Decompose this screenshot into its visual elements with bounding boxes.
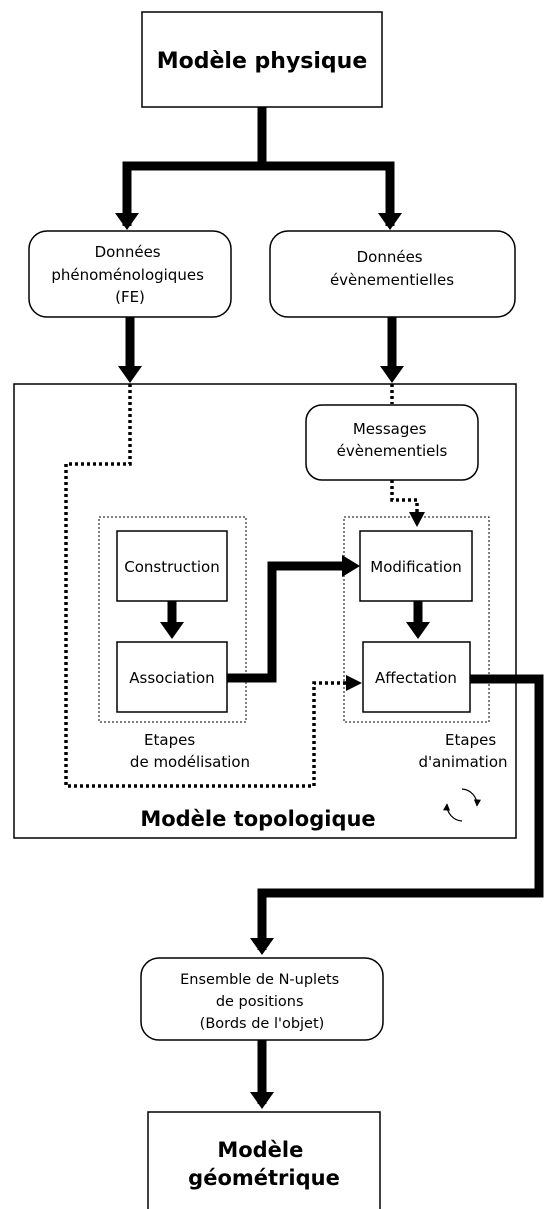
node-donnees-evene-label: Données évènementielles bbox=[330, 248, 454, 289]
edge-messages-dotted bbox=[390, 480, 419, 514]
node-affectation-label: Affectation bbox=[375, 669, 457, 687]
node-messages-evene-label: Messages évènementiels bbox=[337, 420, 448, 460]
node-modification bbox=[359, 530, 473, 602]
node-modification-label: Modification bbox=[370, 558, 461, 576]
node-donnees-pheno-label: Données phénoménologiques (FE) bbox=[51, 243, 208, 306]
node-messages-evene bbox=[305, 404, 479, 481]
arrowhead-modification bbox=[342, 555, 360, 577]
label-etapes-animation: Etapes d'animation bbox=[418, 731, 507, 771]
node-affectation bbox=[362, 641, 471, 713]
node-association bbox=[116, 641, 228, 713]
edge-association-modification bbox=[226, 561, 348, 683]
arrowhead-association bbox=[160, 622, 184, 639]
arrowhead-evene bbox=[378, 213, 402, 230]
edge-affectation-out bbox=[257, 674, 544, 950]
arrowhead-dotted-affectation bbox=[346, 675, 362, 691]
modeling-steps-frame bbox=[98, 516, 247, 723]
cycle-icon bbox=[442, 788, 482, 822]
node-donnees-pheno bbox=[28, 230, 232, 318]
node-modele-physique bbox=[141, 11, 383, 108]
arrowhead-geometrique bbox=[250, 1092, 274, 1109]
node-modele-physique-label: Modèle physique bbox=[157, 49, 368, 74]
node-modele-geometrique bbox=[147, 1111, 381, 1209]
arrowhead-dotted-modification bbox=[409, 512, 425, 527]
node-construction-label: Construction bbox=[124, 558, 220, 576]
arrowhead-pheno bbox=[115, 213, 139, 230]
label-modele-topologique: Modèle topologique bbox=[140, 807, 375, 831]
edge-pheno-dotted bbox=[64, 384, 346, 788]
node-nuplets-label: Ensemble de N-uplets de positions (Bords… bbox=[180, 972, 344, 1032]
arrowhead-affectation bbox=[406, 622, 430, 639]
label-etapes-modelisation: Etapes de modélisation bbox=[130, 731, 250, 771]
node-association-label: Association bbox=[129, 669, 214, 687]
topological-model-frame bbox=[13, 383, 517, 839]
arrowhead-pheno-topo bbox=[118, 366, 142, 383]
arrowhead-evene-topo bbox=[380, 366, 404, 383]
node-modele-geometrique-label: Modèle géométrique bbox=[188, 1138, 340, 1190]
node-nuplets bbox=[140, 957, 384, 1041]
arrowhead-nuplets bbox=[250, 938, 274, 955]
node-donnees-evene bbox=[269, 230, 516, 318]
node-construction bbox=[116, 530, 228, 602]
edge-physique-branches bbox=[122, 161, 395, 226]
